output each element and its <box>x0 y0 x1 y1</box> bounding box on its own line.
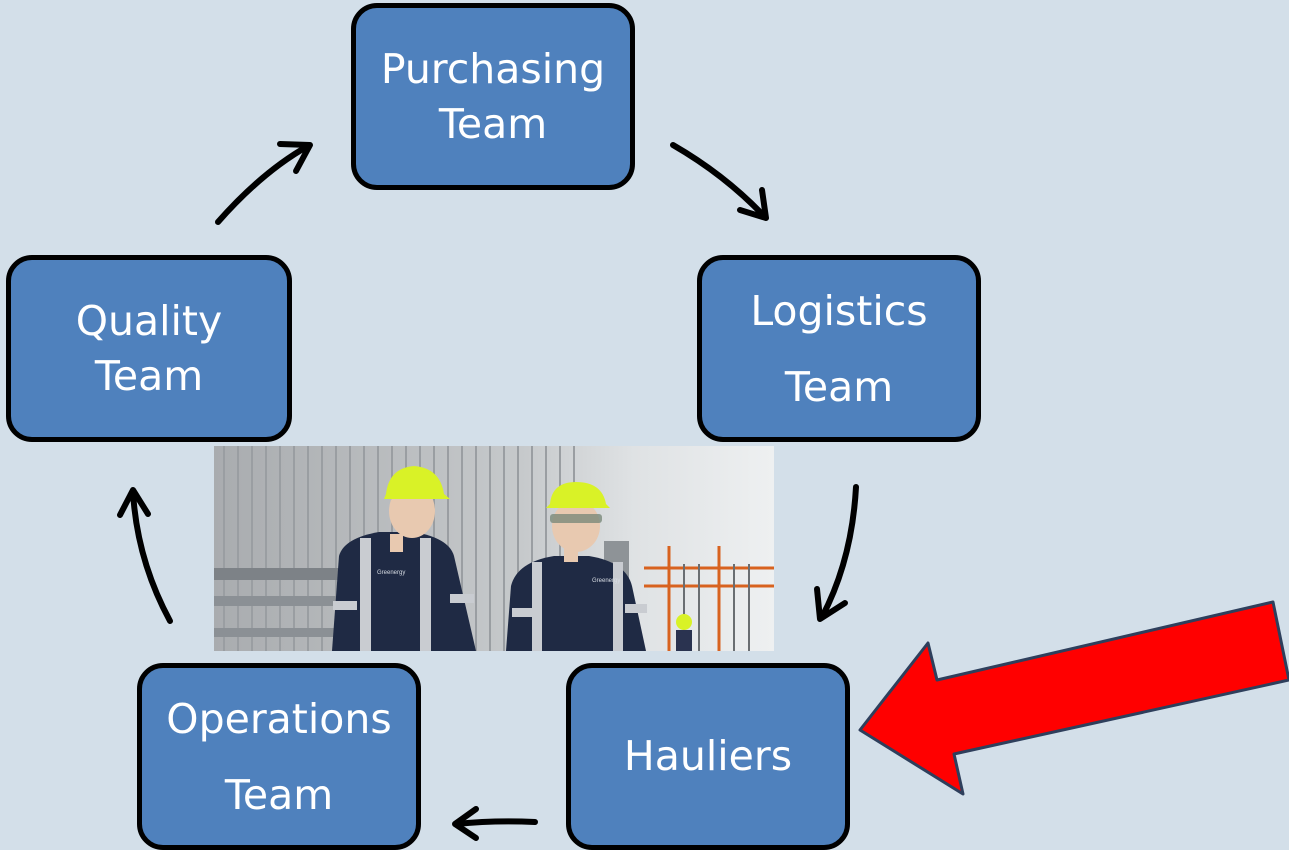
quality-label-line1: Quality <box>75 296 223 345</box>
operations-label-line2: Team <box>224 770 334 819</box>
worker-right: Greenergy <box>506 482 647 651</box>
quality-label-line2: Team <box>94 351 204 400</box>
workers-photo: Greenergy Greenergy <box>214 446 774 651</box>
hauliers-label: Hauliers <box>623 732 793 780</box>
operations-team-node: Operations Team <box>137 663 421 850</box>
workers-photo-illustration: Greenergy Greenergy <box>214 446 774 651</box>
logistics-label-line2: Team <box>784 362 894 411</box>
badge-right-text: Greenergy <box>592 578 620 584</box>
arrow-hauliers-to-operations-head <box>452 806 479 841</box>
badge-left-text: Greenergy <box>377 570 405 576</box>
logistics-label-line1: Logistics <box>750 286 928 335</box>
hauliers-node: Hauliers <box>566 663 850 850</box>
arrow-logistics-to-hauliers <box>819 484 859 620</box>
worker-left: Greenergy <box>332 466 476 651</box>
purchasing-team-node: Purchasing Team <box>351 3 635 190</box>
operations-label-line1: Operations <box>166 694 392 743</box>
quality-team-node: Quality Team <box>6 255 292 442</box>
arrow-hauliers-to-operations <box>453 818 538 827</box>
arrow-purchasing-to-logistics <box>670 142 767 219</box>
purchasing-label-line2: Team <box>438 99 548 148</box>
arrow-operations-to-quality-head <box>117 487 151 518</box>
arrow-purchasing-to-logistics-head <box>737 187 769 221</box>
arrow-operations-to-quality <box>130 489 173 624</box>
arrow-quality-to-purchasing <box>215 143 311 225</box>
logistics-team-node: Logistics Team <box>697 255 981 442</box>
arrow-logistics-to-hauliers-head <box>814 586 848 622</box>
purchasing-label-line1: Purchasing <box>380 44 606 93</box>
arrow-quality-to-purchasing-head <box>277 141 313 174</box>
